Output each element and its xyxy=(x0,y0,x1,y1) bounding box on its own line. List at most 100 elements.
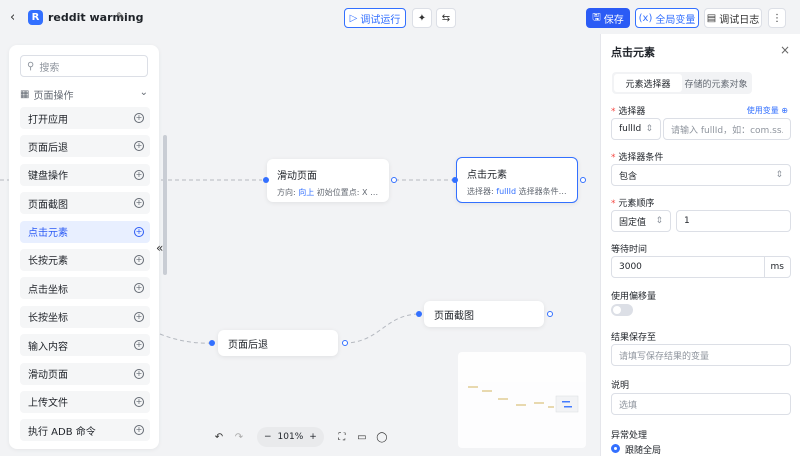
add-icon[interactable]: + xyxy=(134,396,144,407)
offset-toggle[interactable] xyxy=(611,304,633,316)
condition-select[interactable]: 包含⇕ xyxy=(611,164,791,186)
sort-icon: ⇕ xyxy=(775,170,783,180)
more-menu-button[interactable]: ⋮ xyxy=(768,8,786,28)
selector-input[interactable]: 请输入 fullId，如：com.ss.ar xyxy=(663,118,791,140)
wait-time-input[interactable]: 3000 ms xyxy=(611,256,791,278)
zoom-out-icon[interactable]: − xyxy=(264,432,272,442)
fit-view-icon[interactable]: ⛶ xyxy=(338,431,346,443)
minimap-preview xyxy=(468,386,579,413)
selector-label: * 选择器 xyxy=(611,107,646,117)
sort-icon: ⇕ xyxy=(645,124,653,134)
layout-icon[interactable]: ▭ xyxy=(357,431,367,443)
properties-panel: 点击元素 × 元素选择器 存储的元素对象 * 选择器 使用变量 ⊕ fullId… xyxy=(600,34,800,456)
palette-item[interactable]: 执行 ADB 命令+ xyxy=(20,419,150,442)
error-handling-label: 异常处理 xyxy=(611,431,648,441)
collapse-panel-icon[interactable]: « xyxy=(156,241,164,255)
node-swipe-page[interactable]: 滑动页面 方向: 向上 初始位置点: X 2... xyxy=(267,159,389,202)
tab-stored-element[interactable]: 存储的元素对象 xyxy=(684,79,748,90)
node-output-port[interactable] xyxy=(547,311,553,317)
debug-run-button[interactable]: ▷ 调试运行 xyxy=(344,8,406,28)
zoom-in-icon[interactable]: + xyxy=(309,432,317,442)
flow-canvas[interactable]: 滑动页面 方向: 向上 初始位置点: X 2... 点击元素 选择器: full… xyxy=(0,34,600,456)
node-click-element[interactable]: 点击元素 选择器: fullId 选择器条件:... xyxy=(456,157,578,203)
description-input[interactable]: 选填 xyxy=(611,393,791,415)
order-mode-select[interactable]: 固定值⇕ xyxy=(611,210,671,232)
pencil-icon[interactable]: ✎ xyxy=(116,10,126,23)
node-input-port[interactable] xyxy=(452,177,458,183)
error-follow-global-radio[interactable] xyxy=(611,444,620,453)
variable-icon: (x) xyxy=(638,12,653,24)
palette-item[interactable]: 点击坐标+ xyxy=(20,277,150,300)
offset-label: 使用偏移量 xyxy=(611,292,657,302)
chevron-down-icon: ⌄ xyxy=(139,87,148,98)
description-label: 说明 xyxy=(611,381,630,391)
add-icon[interactable]: + xyxy=(134,283,144,294)
selector-tabs: 元素选择器 存储的元素对象 xyxy=(612,72,752,94)
node-page-back[interactable]: 页面后退 xyxy=(218,330,338,356)
palette-item[interactable]: 上传文件+ xyxy=(20,390,150,413)
selector-type-select[interactable]: fullId⇕ xyxy=(611,118,661,140)
sort-icon: ⇕ xyxy=(655,216,663,226)
add-circle-icon: ⊕ xyxy=(781,106,788,115)
play-icon: ▷ xyxy=(349,12,358,24)
condition-label: * 选择器条件 xyxy=(611,153,664,163)
add-icon[interactable]: + xyxy=(134,425,144,436)
palette-scrollbar[interactable] xyxy=(163,135,167,275)
palette-item[interactable]: 长按坐标+ xyxy=(20,305,150,328)
add-icon[interactable]: + xyxy=(134,141,144,152)
more-vertical-icon: ⋮ xyxy=(772,12,782,24)
order-value-input[interactable]: 1 xyxy=(676,210,791,232)
node-output-port[interactable] xyxy=(342,340,348,346)
undo-icon[interactable]: ↶ xyxy=(214,431,224,443)
error-option-label: 跟随全局 xyxy=(625,446,662,456)
category-header[interactable]: ▦ 页面操作 ⌄ xyxy=(20,87,148,102)
close-icon[interactable]: × xyxy=(779,43,790,57)
top-bar: ‹ R reddit warming ✎ ▷ 调试运行 ✦ ⇆ 🖫 保存 (x)… xyxy=(0,0,800,34)
log-icon: ▤ xyxy=(706,12,717,24)
add-icon[interactable]: + xyxy=(134,226,144,237)
palette-item[interactable]: 页面截图+ xyxy=(20,192,150,215)
palette-item[interactable]: 输入内容+ xyxy=(20,334,150,357)
cursor-click-icon: ✦ xyxy=(417,12,427,24)
order-label: * 元素顺序 xyxy=(611,199,655,209)
back-arrow-icon[interactable]: ‹ xyxy=(10,10,16,25)
palette-search-input[interactable]: ⚲ 搜索 xyxy=(20,55,148,77)
minimap[interactable] xyxy=(458,352,586,448)
add-icon[interactable]: + xyxy=(134,113,144,123)
palette-item[interactable]: 键盘操作+ xyxy=(20,163,150,186)
redo-icon[interactable]: ↷ xyxy=(234,431,244,443)
debug-log-button[interactable]: ▤ 调试日志 xyxy=(704,8,762,28)
global-variables-button[interactable]: (x) 全局变量 xyxy=(635,8,699,28)
cursor-tool-button[interactable]: ✦ xyxy=(412,8,432,28)
canvas-toolbar: ↶ ↷ − 101% + ⛶ ▭ ◯ xyxy=(209,427,407,447)
palette-item[interactable]: 打开应用+ xyxy=(20,107,150,129)
node-input-port[interactable] xyxy=(209,340,215,346)
palette-item[interactable]: 页面后退+ xyxy=(20,135,150,158)
use-variable-link[interactable]: 使用变量 ⊕ xyxy=(746,106,788,115)
wait-unit: ms xyxy=(763,257,790,277)
add-icon[interactable]: + xyxy=(134,198,144,209)
palette-item[interactable]: 点击元素+ xyxy=(20,220,150,243)
search-icon: ⚲ xyxy=(27,60,35,72)
node-input-port[interactable] xyxy=(416,311,422,317)
palette-items: 打开应用+ 页面后退+ 键盘操作+ 页面截图+ 点击元素+ 长按元素+ 点击坐标… xyxy=(20,107,150,448)
save-button[interactable]: 🖫 保存 xyxy=(586,8,630,28)
add-icon[interactable]: + xyxy=(134,311,144,322)
add-icon[interactable]: + xyxy=(134,368,144,379)
node-page-screenshot[interactable]: 页面截图 xyxy=(424,301,544,327)
comment-icon[interactable]: ◯ xyxy=(376,431,388,443)
tab-element-selector[interactable]: 元素选择器 xyxy=(614,74,682,92)
zoom-control: − 101% + xyxy=(257,427,324,447)
node-input-port[interactable] xyxy=(263,177,269,183)
add-icon[interactable]: + xyxy=(134,254,144,265)
add-icon[interactable]: + xyxy=(134,340,144,351)
panel-title: 点击元素 xyxy=(611,46,655,59)
grid-icon: ▦ xyxy=(20,88,30,100)
save-to-input[interactable]: 请填写保存结果的变量 xyxy=(611,344,791,366)
add-icon[interactable]: + xyxy=(134,169,144,180)
node-output-port[interactable] xyxy=(580,177,586,183)
node-output-port[interactable] xyxy=(391,177,397,183)
swap-button[interactable]: ⇆ xyxy=(436,8,456,28)
palette-item[interactable]: 长按元素+ xyxy=(20,248,150,271)
palette-item[interactable]: 滑动页面+ xyxy=(20,362,150,385)
